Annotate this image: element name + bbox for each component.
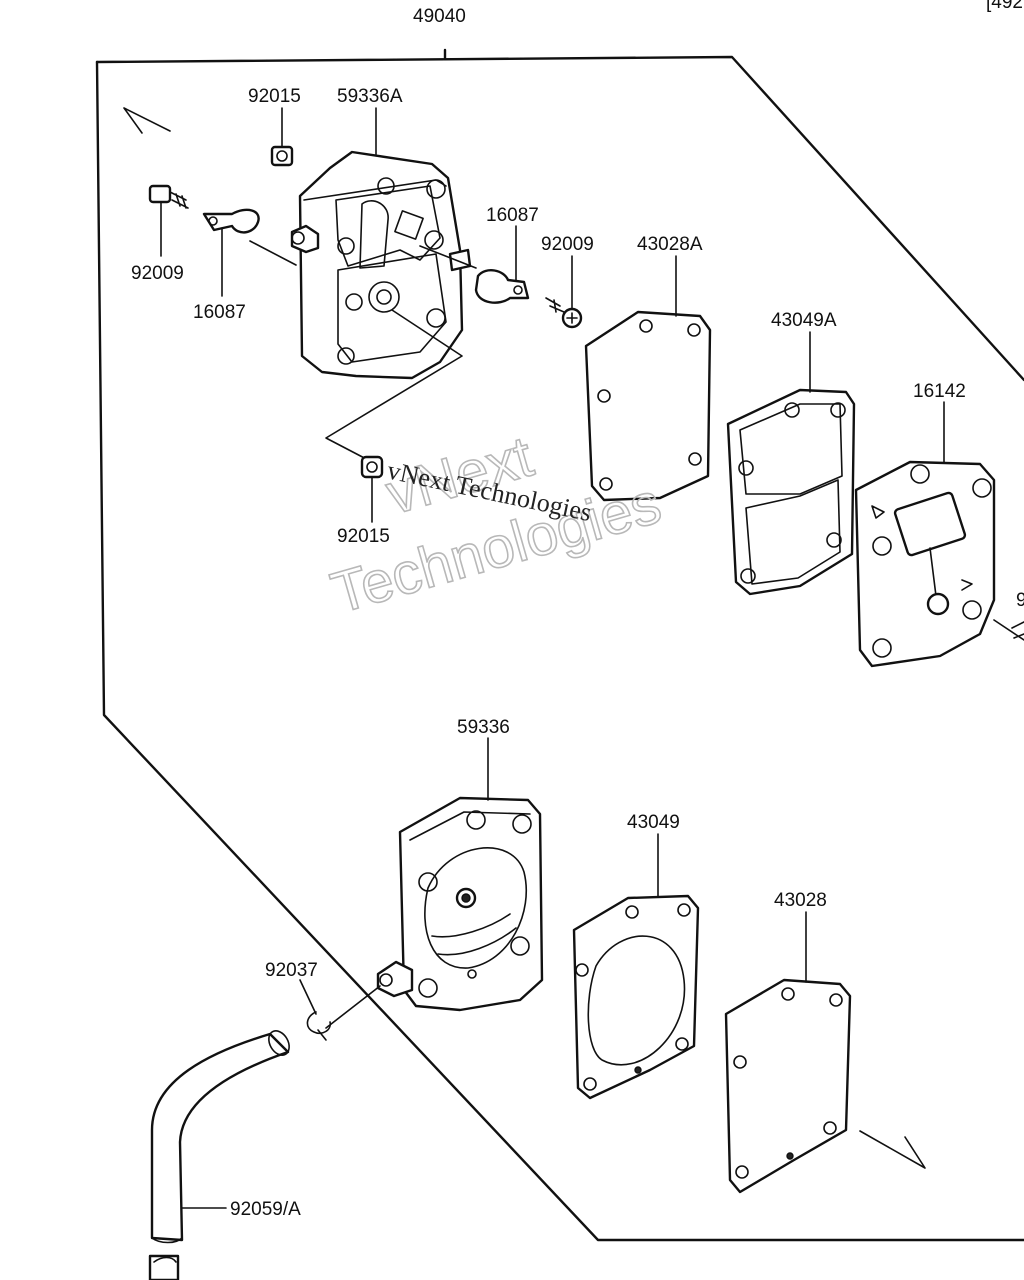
clip-16087-right <box>474 269 530 304</box>
label-92009-left: 92009 <box>131 263 184 284</box>
label-92015-bottom: 92015 <box>337 526 390 547</box>
label-92009-right: 92009 <box>541 234 594 255</box>
corner-reference: [492 <box>986 0 1023 13</box>
pump-body-upper-59336A <box>290 150 472 380</box>
label-59336: 59336 <box>457 717 510 738</box>
diaphragm-43049A <box>726 388 856 596</box>
label-16087-left: 16087 <box>193 302 246 323</box>
label-16087-right: 16087 <box>486 205 539 226</box>
label-49040: 49040 <box>413 6 466 27</box>
leader-lines <box>160 107 945 1209</box>
label-43028A: 43028A <box>637 234 703 255</box>
label-59336A: 59336A <box>337 86 403 107</box>
hose-clip-92037 <box>306 1011 332 1041</box>
nut-92015-top <box>270 145 294 167</box>
direction-arrow-top <box>123 107 171 134</box>
diaphragm-43049 <box>572 894 700 1100</box>
hose-routing-upper <box>249 240 477 463</box>
assembly-outline <box>95 48 1024 1242</box>
hose-routing-lower <box>325 985 381 1029</box>
gasket-43028A <box>584 310 712 502</box>
label-43049A: 43049A <box>771 310 837 331</box>
label-92059A: 92059/A <box>230 1199 301 1220</box>
label-92037: 92037 <box>265 960 318 981</box>
label-43049: 43049 <box>627 812 680 833</box>
cover-16142 <box>854 460 1024 668</box>
label-partial-edge: 9 <box>1016 590 1024 611</box>
screw-92009-right <box>545 297 583 329</box>
fuel-hose-92059A <box>148 1030 290 1280</box>
screw-92009-left <box>148 184 189 209</box>
clip-16087-left <box>202 208 260 234</box>
label-43028: 43028 <box>774 890 827 911</box>
gasket-43028 <box>724 978 852 1194</box>
label-16142: 16142 <box>913 381 966 402</box>
label-92015-top: 92015 <box>248 86 301 107</box>
pump-body-lower-59336 <box>376 796 544 1012</box>
direction-arrow-bottom <box>859 1130 926 1169</box>
part-labels: [492 49040 92015 59336A 92009 16087 1608… <box>131 0 1024 1220</box>
